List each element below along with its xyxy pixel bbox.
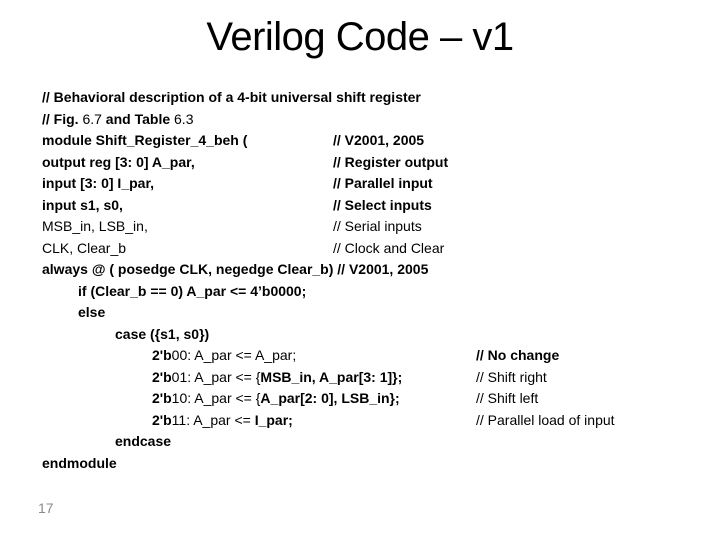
code-text: MSB_in, A_par[3: 1]}; (260, 368, 403, 385)
code-text: and Table (101, 110, 175, 127)
code-text: // Behavioral description of a 4-bit uni… (42, 89, 421, 105)
code-text: MSB_in, LSB_in, (42, 218, 148, 234)
code-text: // Fig. (42, 110, 83, 127)
code-text: A_par[2: 0], LSB_in}; (260, 390, 400, 406)
code-text: else (78, 304, 106, 320)
code-line: 2'b10: A_par <= {A_par[2: 0], LSB_in}; //… (42, 388, 716, 410)
code-comment: // Clock and Clear (333, 239, 445, 256)
code-line: CLK, Clear_b // Clock and Clear (42, 238, 716, 260)
code-line: endcase (42, 431, 716, 453)
code-comment: // No change (476, 347, 560, 363)
code-comment: // V2001, 2005 (333, 132, 425, 148)
code-text: case ({s1, s0}) (115, 325, 210, 342)
verilog-code-block: // Behavioral description of a 4-bit uni… (42, 87, 716, 474)
code-text: 2'b (152, 390, 172, 406)
code-comment: // Serial inputs (333, 218, 422, 234)
code-line: 2'b11: A_par <= I_par; // Parallel load o… (42, 410, 716, 432)
code-text: endcase (115, 433, 172, 449)
slide-title: Verilog Code – v1 (206, 15, 514, 59)
code-comment: // Register output (333, 153, 449, 170)
code-line: module Shift_Register_4_beh ( // V2001, 2… (42, 130, 716, 152)
code-text: 6.3 (174, 110, 194, 127)
code-text: 01: A_par <= { (171, 368, 261, 385)
code-text: always @ ( posedge CLK, negedge Clear_b)… (42, 261, 429, 277)
code-text: endmodule (42, 454, 117, 471)
code-comment: // Select inputs (333, 196, 432, 213)
code-text: if (Clear_b == 0) A_par <= 4’b0000; (78, 282, 307, 299)
code-line: case ({s1, s0}) (42, 324, 716, 346)
code-line: endmodule (42, 453, 716, 475)
code-line: MSB_in, LSB_in, // Serial inputs (42, 216, 716, 238)
code-text: 6.7 (82, 110, 102, 127)
code-text: 2'b (152, 411, 172, 428)
code-text: CLK, Clear_b (42, 239, 127, 256)
code-text: 2'b (152, 347, 172, 363)
code-text: output reg [3: 0] A_par, (42, 153, 195, 170)
code-comment: // Parallel input (333, 175, 433, 191)
code-line: always @ ( posedge CLK, negedge Clear_b)… (42, 259, 716, 281)
code-line: else (42, 302, 716, 324)
code-text: 00: A_par <= A_par; (171, 347, 297, 363)
code-comment: // Shift left (476, 390, 539, 406)
code-text: 11: A_par <= (171, 411, 255, 428)
page-number-label: 17 (38, 500, 54, 516)
code-comment: // Shift right (476, 368, 547, 385)
code-line: 2'b00: A_par <= A_par; // No change (42, 345, 716, 367)
code-text: 10: A_par <= { (171, 390, 261, 406)
code-line: 2'b01: A_par <= {MSB_in, A_par[3: 1]}; //… (42, 367, 716, 389)
code-line: if (Clear_b == 0) A_par <= 4’b0000; (42, 281, 716, 303)
code-line: input [3: 0] I_par, // Parallel input (42, 173, 716, 195)
code-text: module Shift_Register_4_beh ( (42, 132, 248, 148)
code-line: output reg [3: 0] A_par, // Register outp… (42, 152, 716, 174)
code-text: I_par; (254, 411, 293, 428)
code-line: // Behavioral description of a 4-bit uni… (42, 87, 716, 109)
code-text: 2'b (152, 368, 172, 385)
code-line: // Fig. 6.7 and Table 6.3 (42, 109, 716, 131)
code-text: input [3: 0] I_par, (42, 175, 155, 191)
code-line: input s1, s0, // Select inputs (42, 195, 716, 217)
code-text: input s1, s0, (42, 196, 123, 213)
code-comment: // Parallel load of input (476, 411, 615, 428)
